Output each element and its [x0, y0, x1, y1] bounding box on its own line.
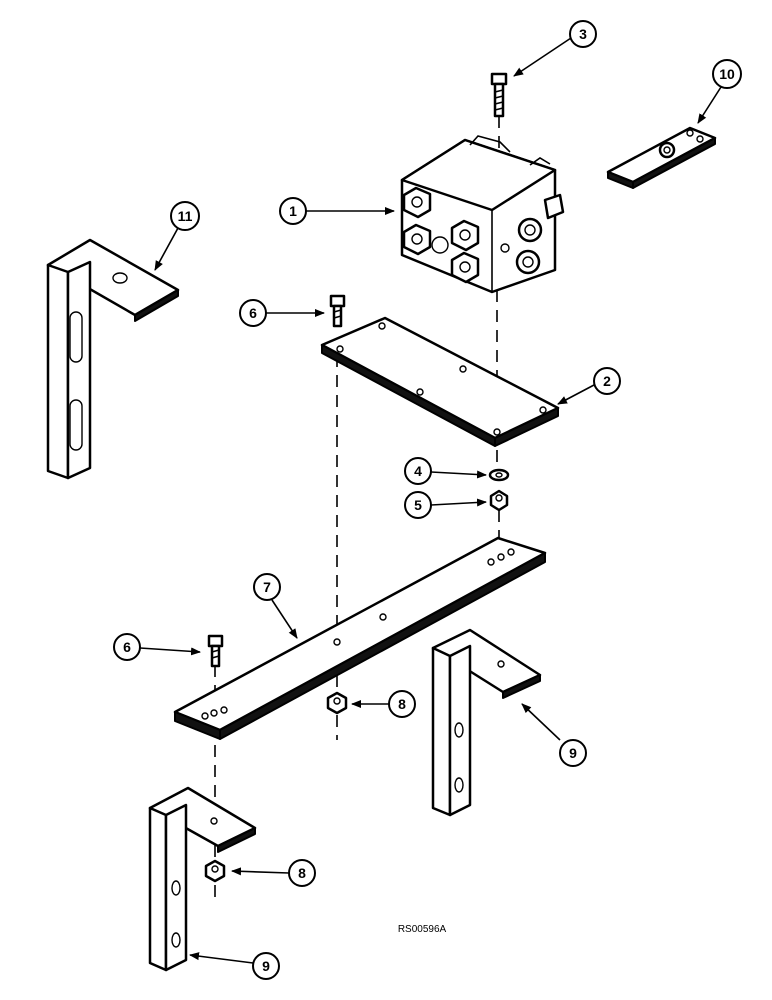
callout-8-upper: 8	[388, 690, 416, 718]
callout-2: 2	[593, 367, 621, 395]
callout-10-label: 10	[719, 66, 735, 82]
callout-2-label: 2	[603, 373, 611, 389]
callout-7: 7	[253, 573, 281, 601]
leader-lines	[139, 37, 722, 964]
part-5-nut	[489, 489, 509, 512]
callout-9-left: 9	[252, 952, 280, 980]
part-2-mounting-plate	[320, 316, 560, 447]
callout-9-right-label: 9	[569, 745, 577, 761]
callout-7-label: 7	[263, 579, 271, 595]
figure-reference-code: RS00596A	[398, 924, 447, 935]
callout-3: 3	[569, 20, 597, 48]
callout-1: 1	[279, 197, 307, 225]
part-6-cap-screw-upper	[329, 294, 346, 328]
callout-6-upper-label: 6	[249, 305, 257, 321]
part-11-bracket	[46, 238, 180, 480]
part-7-support-bar	[173, 536, 547, 740]
part-6-cap-screw-lower	[207, 634, 224, 668]
part-9-bracket-right	[431, 628, 542, 817]
callout-9-left-label: 9	[262, 958, 270, 974]
callout-6-lower: 6	[113, 633, 141, 661]
part-4-washer	[488, 468, 510, 482]
callout-4: 4	[404, 457, 432, 485]
callout-10: 10	[712, 59, 742, 89]
callout-5: 5	[404, 491, 432, 519]
callout-8-lower-label: 8	[298, 865, 306, 881]
callout-11: 11	[170, 201, 200, 231]
callout-6-lower-label: 6	[123, 639, 131, 655]
callout-5-label: 5	[414, 497, 422, 513]
callout-6-upper: 6	[239, 299, 267, 327]
part-10-plate	[606, 126, 717, 189]
callout-3-label: 3	[579, 26, 587, 42]
part-1-valve-block	[400, 135, 565, 294]
part-9-bracket-left	[148, 786, 257, 972]
callout-1-label: 1	[289, 203, 297, 219]
callout-9-right: 9	[559, 739, 587, 767]
callout-4-label: 4	[414, 463, 422, 479]
callout-11-label: 11	[178, 208, 193, 224]
part-8-nut-lower	[204, 859, 226, 883]
part-8-nut-upper	[326, 691, 348, 715]
part-3-cap-screw	[490, 72, 508, 118]
callout-8-lower: 8	[288, 859, 316, 887]
callout-8-upper-label: 8	[398, 696, 406, 712]
